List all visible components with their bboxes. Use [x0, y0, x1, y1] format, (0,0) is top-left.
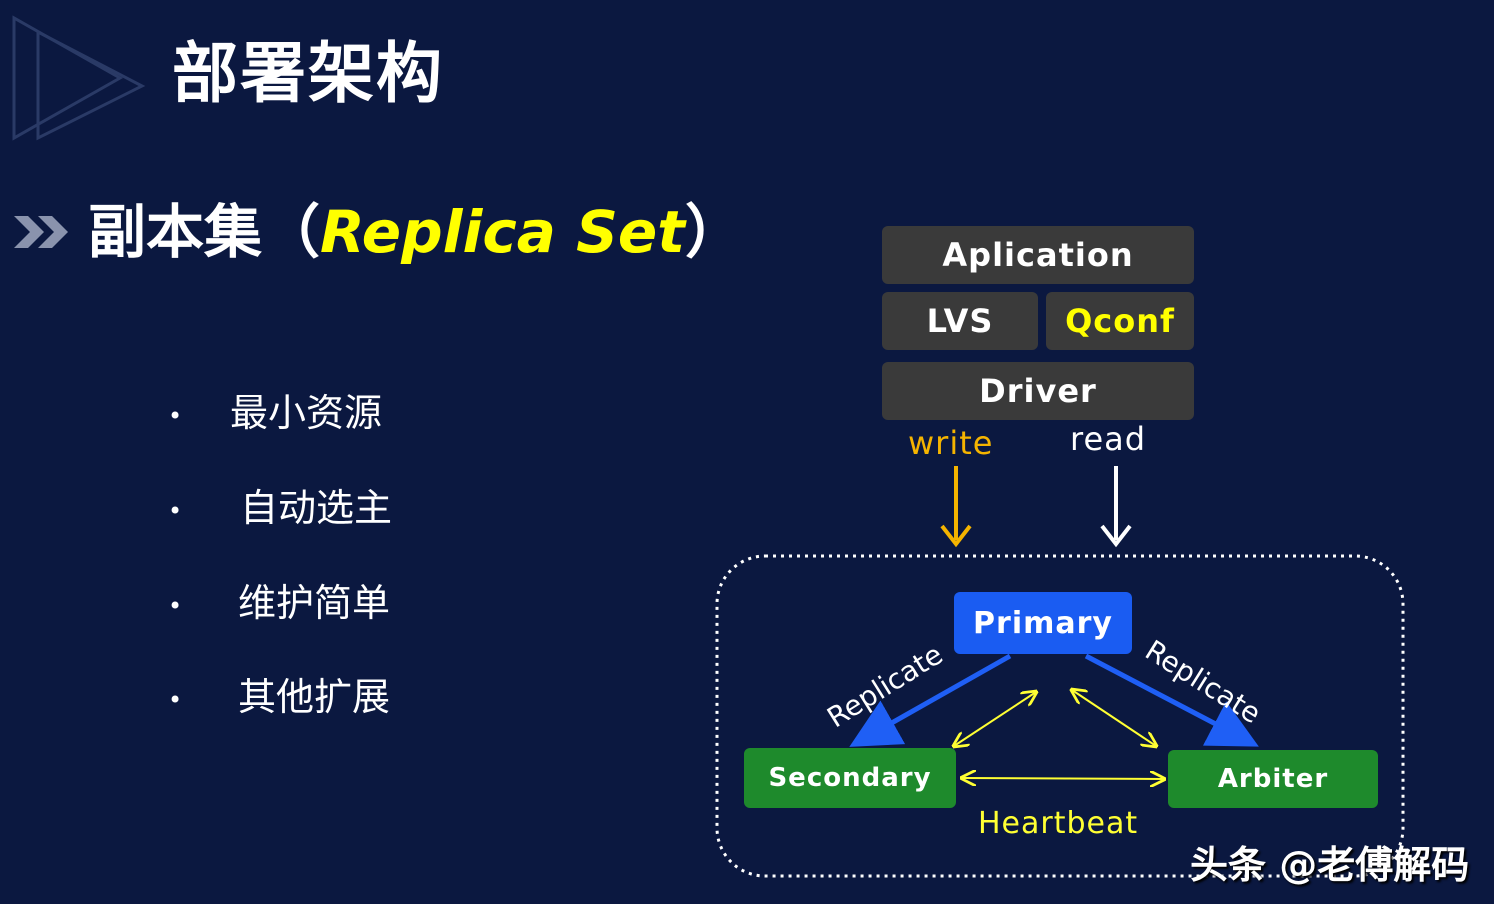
bullet-dot-icon: •	[168, 685, 183, 714]
watermark: 头条 @老傅解码	[1190, 843, 1470, 887]
bullet-text: 最小资源	[230, 391, 383, 435]
section-heading-cn: 副本集（	[88, 198, 321, 266]
write-arrow	[940, 466, 972, 548]
replicate-left-label: Replicate	[821, 638, 948, 735]
bullet-text: 其他扩展	[238, 675, 391, 719]
bullet-item: • 最小资源	[168, 394, 382, 432]
primary-node: Primary	[954, 592, 1132, 654]
heartbeat-arrow-bottom	[962, 778, 1164, 779]
replicate-right-arrow	[1084, 653, 1259, 747]
section-heading-en: Replica Set	[320, 198, 685, 266]
page-title: 部署架构	[172, 35, 444, 112]
replicate-left-arrow	[849, 653, 1012, 747]
heartbeat-arrow-left	[954, 692, 1036, 746]
bullet-item: • 其他扩展	[168, 678, 390, 716]
double-chevron-icon	[14, 216, 68, 248]
bullet-item: • 自动选主	[168, 489, 392, 527]
write-label: write	[908, 424, 994, 462]
qconf-box: Qconf	[1046, 292, 1194, 350]
section-heading-close: ）	[684, 198, 743, 266]
arbiter-node: Arbiter	[1168, 750, 1378, 808]
bullet-item: • 维护简单	[168, 584, 390, 622]
secondary-node: Secondary	[744, 748, 956, 808]
application-box: Aplication	[882, 226, 1194, 284]
bullet-text: 自动选主	[240, 486, 393, 530]
bullet-dot-icon: •	[168, 401, 183, 430]
triangle-logo-icon	[12, 15, 146, 141]
lvs-box: LVS	[882, 292, 1038, 350]
section-heading: 副本集（Replica Set）	[88, 198, 743, 268]
bullet-dot-icon: •	[168, 496, 183, 525]
bullet-text: 维护简单	[238, 581, 391, 625]
cluster-dashed-border	[715, 554, 1405, 878]
driver-box: Driver	[882, 362, 1194, 420]
read-arrow	[1100, 466, 1132, 548]
bullet-dot-icon: •	[168, 591, 183, 620]
heartbeat-arrow-right	[1072, 690, 1156, 746]
heartbeat-label: Heartbeat	[978, 806, 1139, 841]
read-label: read	[1070, 420, 1147, 458]
